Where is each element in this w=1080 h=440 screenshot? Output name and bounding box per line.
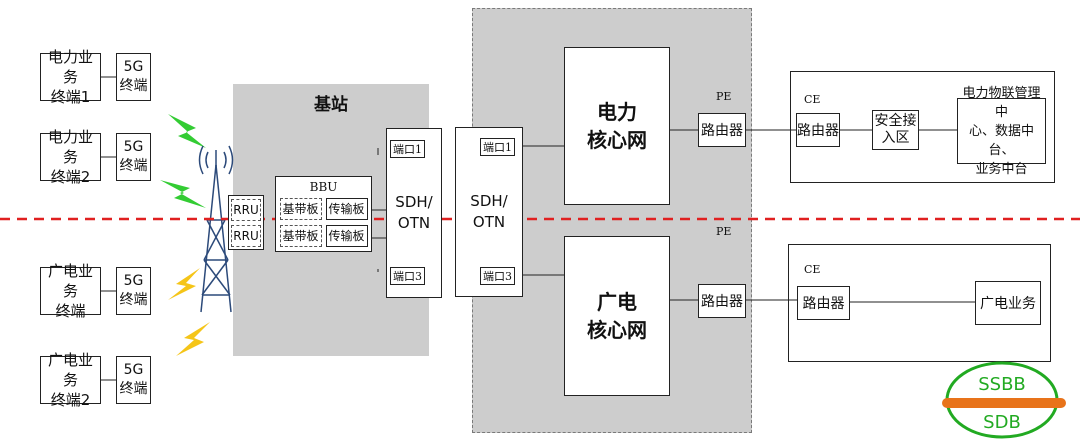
fiveg-terminal-1: 5G 终端 (116, 53, 151, 101)
base-port-1: 端口1 (390, 140, 425, 158)
broadcast-core-label: 广电 核心网 (587, 290, 647, 342)
broadcast-terminal-2: 广电业务 终端2 (40, 351, 101, 409)
bbu-label: BBU (309, 180, 338, 194)
lightning-icon (168, 268, 200, 300)
ce-power-router-label: 路由器 (797, 123, 839, 139)
pe-router-bottom: 路由器 (698, 284, 746, 318)
power-terminal-2-label: 电力业务 终端2 (47, 128, 93, 186)
fiveg-terminal-label: 5G 终端 (119, 273, 148, 308)
transmission-board-2: 传输板 (325, 225, 368, 247)
base-port-3: 端口3 (390, 267, 425, 285)
pe-router-top: 路由器 (698, 113, 746, 147)
core-sdh-label: SDH/ OTN (470, 192, 508, 231)
broadcast-service: 广电业务 (975, 281, 1041, 325)
power-iot-platform: 电力物联管理中 心、数据中台、 业务中台 (957, 86, 1046, 177)
lightning-icon (176, 322, 210, 356)
power-core-network: 电力 核心网 (564, 47, 670, 205)
watermark-logo: SSBB SDB (942, 361, 1066, 439)
core-port-3: 端口3 (480, 267, 515, 285)
broadcast-core-network: 广电 核心网 (564, 236, 670, 396)
baseband-board-1: 基带板 (279, 198, 322, 220)
broadcast-terminal-1: 广电业务 终端 (40, 262, 101, 320)
ce-power-router: 路由器 (796, 113, 840, 147)
lightning-icon (160, 180, 206, 208)
power-core-label: 电力 核心网 (587, 100, 647, 152)
security-access-zone: 安全接 入区 (872, 110, 919, 150)
security-access-label: 安全接 入区 (874, 113, 917, 146)
broadcast-terminal-1-label: 广电业务 终端 (47, 262, 93, 320)
broadcast-service-label: 广电业务 (980, 296, 1036, 312)
rru-2: RRU (231, 224, 261, 247)
ce-broadcast-router: 路由器 (797, 286, 850, 320)
rru-1: RRU (231, 198, 261, 221)
bbu-row-2: 基带板 传输板 (279, 225, 368, 247)
pe-label-bottom: PE (716, 225, 732, 238)
base-station-title: 基站 (314, 95, 348, 115)
broadcast-terminal-2-label: 广电业务 终端2 (47, 351, 93, 409)
baseband-board-2: 基带板 (279, 225, 322, 247)
bbu-row-1: 基带板 传输板 (279, 198, 368, 220)
pe-router-top-label: 路由器 (701, 123, 743, 139)
transmission-board-1: 传输板 (325, 198, 368, 220)
fiveg-terminal-4: 5G 终端 (116, 356, 151, 404)
ce-power-label: CE (804, 93, 821, 106)
fiveg-terminal-label: 5G 终端 (119, 59, 148, 94)
fiveg-terminal-2: 5G 终端 (116, 133, 151, 181)
fiveg-terminal-label: 5G 终端 (119, 139, 148, 174)
power-terminal-1-label: 电力业务 终端1 (47, 48, 93, 106)
power-terminal-1: 电力业务 终端1 (40, 48, 101, 106)
pe-label-top: PE (716, 90, 732, 103)
ce-broadcast-label: CE (804, 263, 821, 276)
rru-box: RRU RRU (228, 195, 264, 250)
watermark-top: SSBB (978, 374, 1026, 395)
pe-router-bottom-label: 路由器 (701, 294, 743, 310)
core-port-1: 端口1 (480, 138, 515, 156)
ce-broadcast-container (788, 244, 1051, 362)
base-sdh-label: SDH/ OTN (395, 193, 433, 232)
fiveg-terminal-3: 5G 终端 (116, 267, 151, 315)
lightning-yellow-icons (168, 268, 210, 356)
watermark-bottom: SDB (983, 412, 1021, 433)
cell-tower-icon (198, 145, 234, 313)
power-iot-platform-label: 电力物联管理中 心、数据中台、 业务中台 (962, 85, 1041, 177)
fiveg-terminal-label: 5G 终端 (119, 362, 148, 397)
ce-broadcast-router-label: 路由器 (802, 296, 845, 312)
lightning-icon (168, 114, 206, 148)
power-terminal-2: 电力业务 终端2 (40, 128, 101, 186)
bbu-box: BBU 基带板 传输板 基带板 传输板 (275, 176, 372, 252)
lightning-green-icons (160, 114, 206, 208)
ce-power-container (790, 71, 1055, 183)
